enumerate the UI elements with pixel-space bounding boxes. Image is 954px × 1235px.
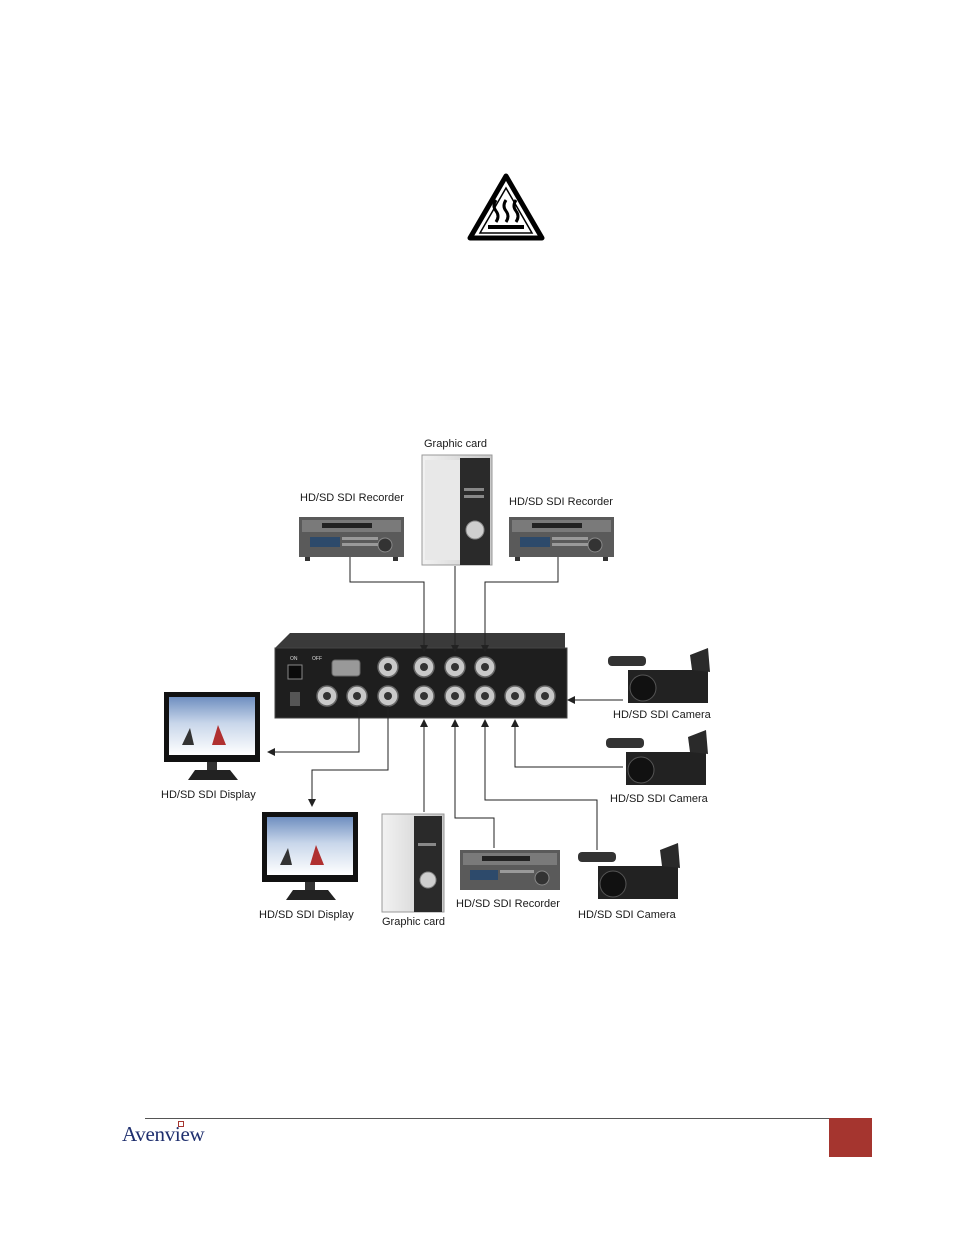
- camera-1-icon: [608, 648, 710, 703]
- display-2-icon: [262, 812, 358, 900]
- label-camera-2: HD/SD SDI Camera: [610, 793, 708, 805]
- label-camera-3: HD/SD SDI Camera: [578, 909, 676, 921]
- camera-3-icon: [578, 843, 680, 899]
- footer-divider: [145, 1118, 829, 1119]
- page-number-box: [829, 1118, 872, 1157]
- svg-text:ON: ON: [290, 656, 298, 662]
- camera-2-icon: [606, 730, 708, 785]
- recorder-left-icon: [299, 517, 404, 561]
- recorder-bottom-icon: [460, 850, 560, 890]
- svg-text:OFF: OFF: [312, 656, 322, 662]
- graphic-card-top-icon: [422, 455, 492, 565]
- label-display-2: HD/SD SDI Display: [259, 909, 354, 921]
- label-graphic-card-top: Graphic card: [424, 438, 487, 450]
- label-display-1: HD/SD SDI Display: [161, 789, 256, 801]
- display-1-icon: [164, 692, 260, 780]
- recorder-right-icon: [509, 517, 614, 561]
- label-recorder-right: HD/SD SDI Recorder: [509, 496, 613, 508]
- graphic-card-bottom-icon: [382, 814, 444, 912]
- label-graphic-card-bottom: Graphic card: [382, 916, 445, 928]
- connection-diagram: ON OFF: [0, 0, 954, 1000]
- label-recorder-left: HD/SD SDI Recorder: [300, 492, 404, 504]
- label-camera-1: HD/SD SDI Camera: [613, 709, 711, 721]
- avenview-logo: Avenview: [122, 1122, 204, 1147]
- logo-mark-icon: [178, 1121, 184, 1127]
- label-recorder-bottom: HD/SD SDI Recorder: [456, 898, 560, 910]
